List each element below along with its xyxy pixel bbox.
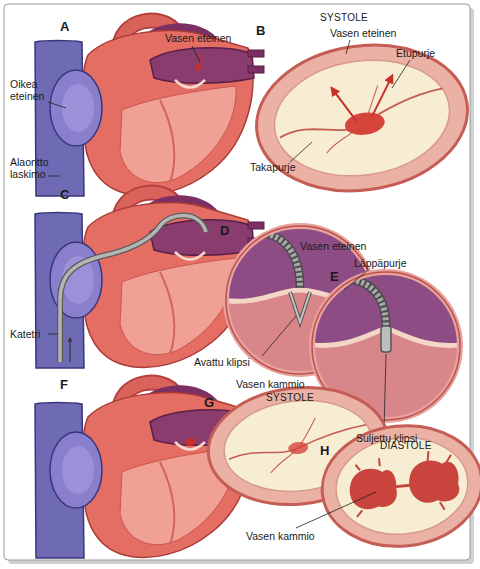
- panel-letter: F: [60, 378, 68, 393]
- part-label: Takapurje: [250, 161, 296, 173]
- part-label: Vasen eteinen: [300, 240, 366, 252]
- panel-letter: G: [204, 396, 214, 411]
- part-label: Vasen kammio: [246, 530, 315, 542]
- part-label: Oikea eteinen: [10, 78, 54, 102]
- phase-label: SYSTOLE: [320, 12, 368, 24]
- panel-letter: B: [256, 24, 265, 39]
- part-label: Vasen eteinen: [330, 27, 396, 39]
- panel-letter: H: [320, 444, 329, 459]
- panel-letter: D: [220, 224, 229, 239]
- phase-label: DIASTOLE: [380, 440, 432, 452]
- part-label: Vasen eteinen: [165, 32, 231, 44]
- part-label: Alaontto laskimo: [10, 156, 54, 180]
- part-label: Etupurje: [396, 47, 435, 59]
- panel-letter: C: [60, 188, 69, 203]
- part-label: Vasen kammio: [236, 378, 305, 390]
- part-label: Avattu klipsi: [194, 356, 250, 368]
- panel-letter: A: [60, 20, 69, 35]
- part-label: Läppäpurje: [354, 257, 407, 269]
- panel-letter: E: [330, 270, 339, 285]
- phase-label: SYSTOLE: [266, 392, 314, 404]
- part-label: Katetri: [10, 328, 40, 340]
